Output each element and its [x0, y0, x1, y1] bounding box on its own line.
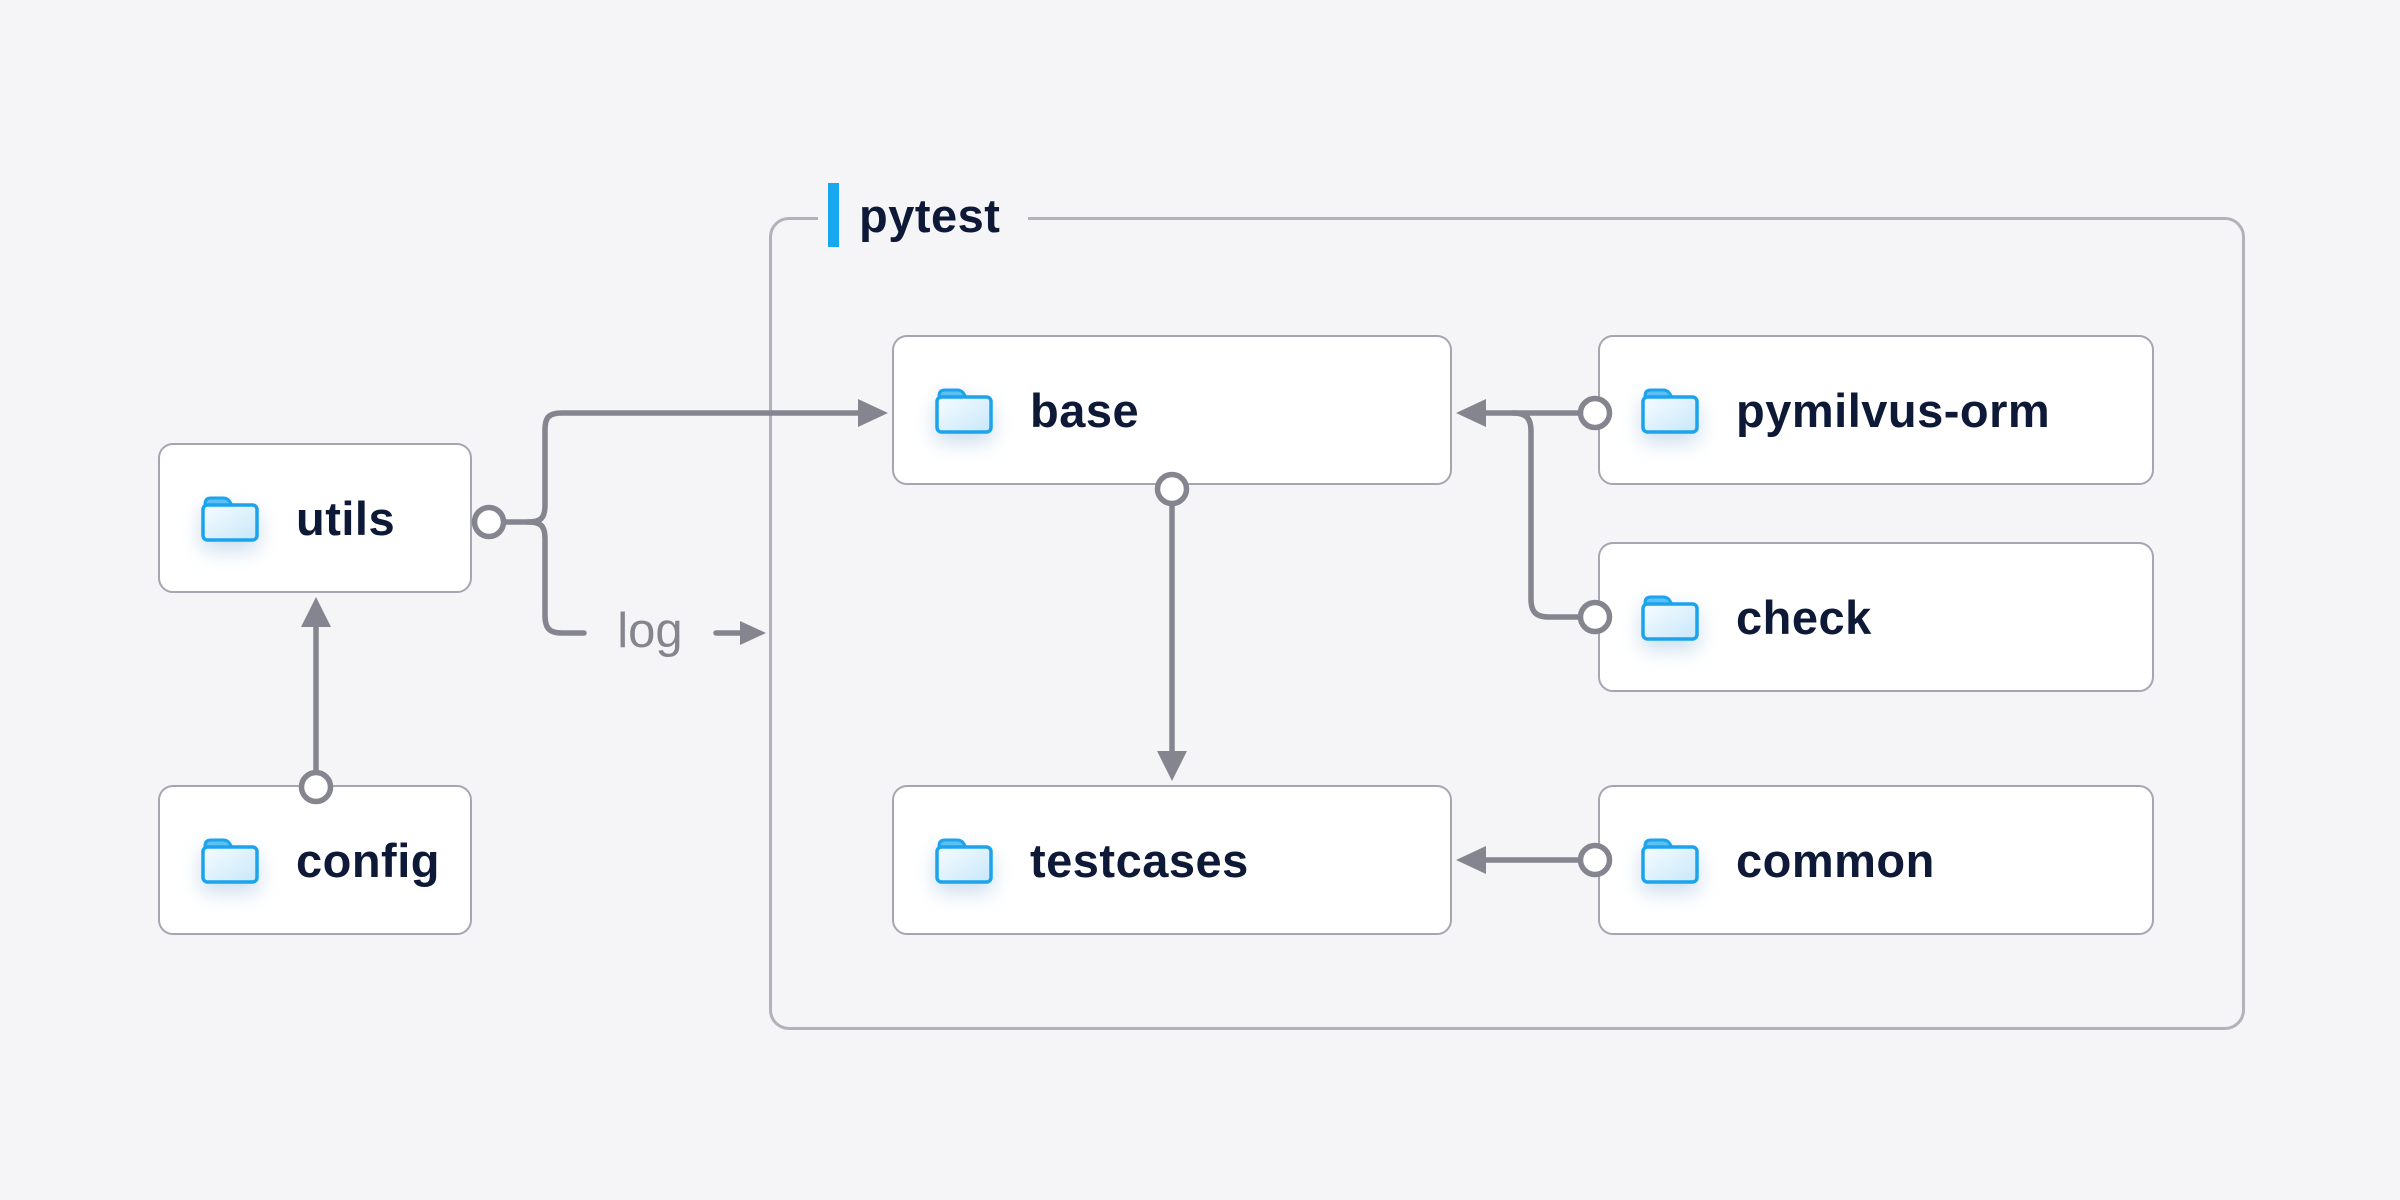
edge-config-utils [298, 597, 334, 805]
edge-label-log: log [617, 604, 683, 658]
node-pymilvus-orm: pymilvus-orm [1598, 335, 2154, 485]
folder-icon [201, 496, 259, 542]
folder-icon [1641, 388, 1699, 434]
node-label: check [1736, 590, 1872, 644]
node-utils: utils [158, 443, 472, 593]
arrowhead-icon [740, 621, 766, 645]
node-label: common [1736, 833, 1935, 887]
node-label: config [296, 833, 440, 887]
pytest-group-container [769, 217, 2245, 1030]
folder-icon [935, 838, 993, 884]
node-check: check [1598, 542, 2154, 692]
group-title: pytest [859, 188, 1001, 242]
node-label: base [1030, 383, 1140, 437]
accent-bar-icon [828, 183, 839, 247]
pytest-group-label: pytest [818, 180, 1029, 250]
folder-icon [935, 388, 993, 434]
node-label: utils [296, 491, 396, 545]
connector-dot [471, 504, 507, 540]
node-base: base [892, 335, 1452, 485]
arrowhead-icon [301, 597, 331, 627]
node-label: pymilvus-orm [1736, 383, 2051, 437]
node-config: config [158, 785, 472, 935]
node-label: testcases [1030, 833, 1249, 887]
folder-icon [201, 838, 259, 884]
edge-line [525, 519, 587, 636]
folder-icon [1641, 595, 1699, 641]
node-testcases: testcases [892, 785, 1452, 935]
node-common: common [1598, 785, 2154, 935]
folder-icon [1641, 838, 1699, 884]
